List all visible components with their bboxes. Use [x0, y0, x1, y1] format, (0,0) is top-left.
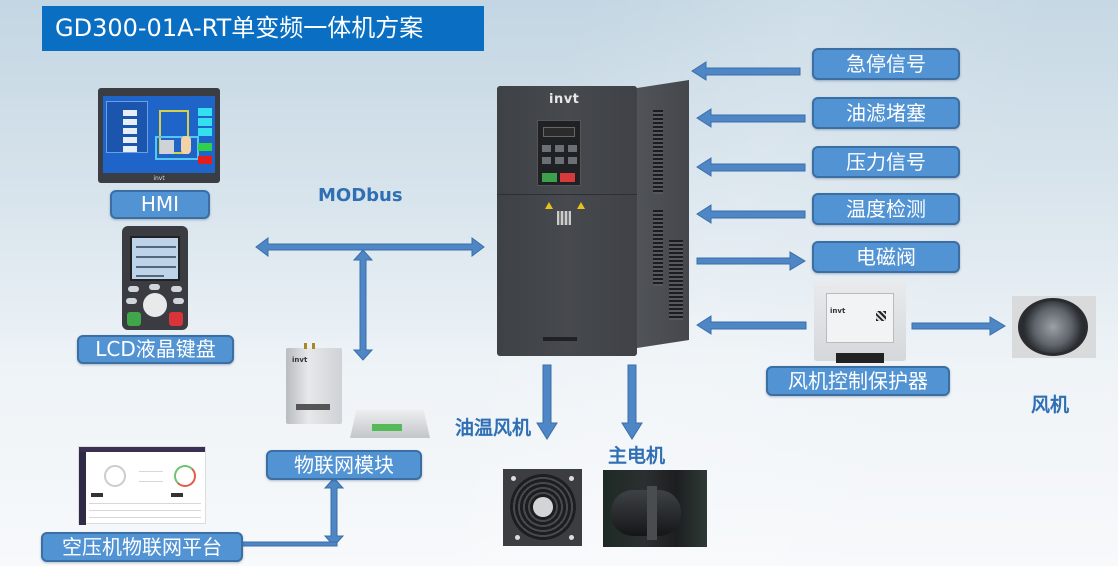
platform-iot-arrow [323, 477, 345, 547]
lcd-keypad-label: LCD液晶键盘 [77, 335, 234, 364]
modbus-label: MODbus [318, 185, 403, 206]
hmi-label: HMI [110, 190, 210, 219]
fan-image [1012, 296, 1096, 358]
modbus-bus-arrow [255, 237, 485, 257]
signal-arrow-estop [691, 61, 801, 81]
oil-fan-image [503, 469, 582, 546]
modbus-iot-arrow [352, 249, 374, 361]
page-title: GD300-01A-RT单变频一体机方案 [42, 6, 484, 51]
oilfan-arrow [536, 364, 558, 440]
fan-controller-image: invt [814, 281, 906, 363]
signal-box-pressure: 压力信号 [812, 146, 960, 178]
main-motor-label: 主电机 [608, 445, 666, 467]
signal-arrow-temperature [696, 204, 806, 224]
signal-box-estop: 急停信号 [812, 48, 960, 80]
main-motor-image [603, 470, 707, 547]
fan-controller-brand: invt [830, 307, 846, 315]
fanctl-inverter-arrow [696, 315, 807, 335]
iot-module-label: 物联网模块 [266, 450, 422, 480]
frequency-inverter-image: invt [497, 80, 691, 358]
signal-box-solenoid: 电磁阀 [812, 241, 960, 273]
signal-arrow-oilfilter [696, 108, 806, 128]
inverter-brand: invt [549, 92, 580, 107]
hmi-device-image: invt [98, 88, 220, 183]
signal-box-oilfilter: 油滤堵塞 [812, 97, 960, 129]
iot-platform-label: 空压机物联网平台 [41, 532, 243, 562]
motor-arrow [621, 364, 643, 440]
iot-gateway-image [350, 410, 430, 438]
oil-fan-label: 油温风机 [455, 417, 532, 439]
fanctl-fan-arrow [911, 316, 1006, 336]
fan-controller-label: 风机控制保护器 [766, 366, 950, 396]
platform-link-line [239, 541, 338, 547]
lcd-keypad-image [122, 226, 188, 330]
signal-box-temperature: 温度检测 [812, 193, 960, 225]
iot-module-image: invt [286, 343, 342, 424]
signal-arrow-pressure [696, 157, 806, 177]
iot-platform-screenshot [78, 446, 206, 525]
signal-arrow-solenoid [696, 251, 806, 271]
fan-label: 风机 [1031, 394, 1070, 416]
